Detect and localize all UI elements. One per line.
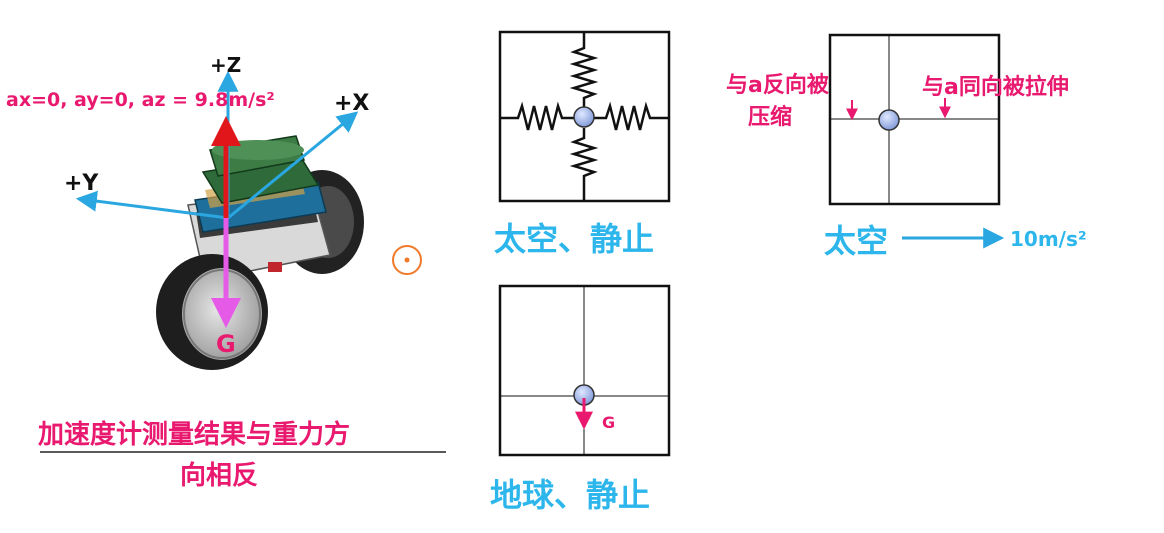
y-axis-label: +Y (64, 171, 99, 196)
spring-bottom (569, 128, 599, 201)
cursor-marker (392, 245, 422, 275)
stretch-note: 与a同向被拉伸 (922, 74, 1069, 100)
spring-left (500, 101, 574, 131)
compress-note-line-2: 压缩 (748, 104, 792, 130)
spring-top (569, 32, 599, 108)
accel-values-label: ax=0, ay=0, az = 9.8m/s² (6, 89, 275, 111)
robot-axes (75, 70, 359, 328)
spring-right (594, 101, 669, 131)
y-axis-arrow (75, 190, 229, 220)
caption-line-2: 向相反 (180, 460, 258, 491)
x-axis-arrow (227, 111, 359, 220)
caption-line-1: 加速度计测量结果与重力方 (38, 419, 350, 450)
panel-space-static (498, 30, 671, 203)
earth-static-caption: 地球、静止 (490, 476, 650, 514)
robot-illustration (156, 135, 364, 370)
compress-note-line-1: 与a反向被 (726, 72, 830, 98)
space-accel-caption: 太空 (824, 222, 888, 260)
gravity-label: G (216, 330, 236, 358)
z-axis-label: +Z (210, 53, 241, 77)
space-accel-value: 10m/s² (1010, 227, 1087, 251)
earth-gravity-label: G (602, 413, 615, 432)
space-static-caption: 太空、静止 (494, 220, 654, 258)
panel-earth-static (498, 284, 671, 457)
panel-space-accel (828, 33, 1001, 206)
mass-ball (573, 106, 595, 128)
x-axis-label: +X (334, 91, 369, 116)
mass-ball (878, 109, 900, 131)
